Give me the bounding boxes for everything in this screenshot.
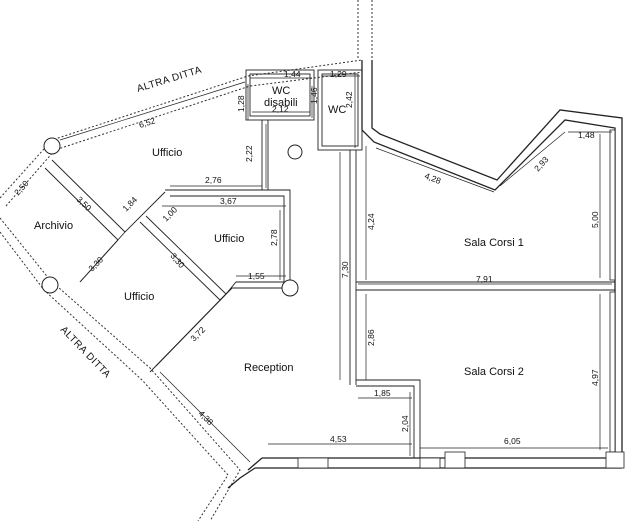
windows — [297, 129, 625, 469]
dim-1-00: 1,00 — [160, 204, 179, 223]
dim-2-42: 2,42 — [344, 91, 354, 108]
dim-1-46: 1,46 — [309, 87, 319, 104]
dim-1-44: 1,44 — [284, 69, 301, 79]
room-label-ufficio-mid: Ufficio — [214, 233, 244, 245]
room-label-archivio: Archivio — [34, 220, 73, 232]
dim-1-85: 1,85 — [374, 388, 391, 398]
column-4 — [281, 279, 299, 297]
dim-1-84: 1,84 — [120, 194, 139, 213]
dim-2-12: 2,12 — [272, 104, 289, 114]
dim-1-28: 1,28 — [236, 95, 246, 112]
dimension-labels: 6,52 1,28 1,44 1,29 1,46 2,12 2,42 2,22 … — [12, 69, 600, 446]
dim-3-50: 3,50 — [75, 194, 94, 213]
dim-2-78: 2,78 — [269, 229, 279, 246]
dim-3-67: 3,67 — [220, 196, 237, 206]
dimension-lines — [59, 74, 612, 463]
dim-4-53: 4,53 — [330, 434, 347, 444]
interior-walls — [44, 60, 623, 489]
room-label-wc-disabili-1: WC — [272, 85, 290, 97]
dim-1-55: 1,55 — [248, 271, 265, 281]
dim-2-04: 2,04 — [400, 415, 410, 432]
columns — [41, 137, 303, 297]
neighbor-label-top: ALTRA DITTA — [136, 65, 204, 95]
room-label-sala-corsi-2: Sala Corsi 2 — [464, 366, 524, 378]
dim-6-52: 6,52 — [138, 115, 157, 129]
column-1 — [43, 137, 61, 155]
dim-5-00: 5,00 — [590, 211, 600, 228]
dim-1-48: 1,48 — [578, 130, 595, 140]
dim-6-05: 6,05 — [504, 436, 521, 446]
room-label-wc-disabili-2: disabili — [264, 97, 298, 109]
dim-4-97: 4,97 — [590, 369, 600, 386]
dim-3-72: 3,72 — [188, 324, 207, 343]
neighbor-label-left: ALTRA DITTA — [58, 324, 113, 380]
room-label-wc: WC — [328, 104, 346, 116]
dim-1-29: 1,29 — [330, 69, 347, 79]
room-label-ufficio-top: Ufficio — [152, 147, 182, 159]
column-3 — [287, 144, 303, 160]
dim-2-22: 2,22 — [244, 145, 254, 162]
dim-2-76: 2,76 — [205, 175, 222, 185]
dim-2-86: 2,86 — [366, 329, 376, 346]
dim-4-24: 4,24 — [366, 213, 376, 230]
dim-7-91: 7,91 — [476, 274, 493, 284]
room-label-sala-corsi-1: Sala Corsi 1 — [464, 237, 524, 249]
dim-7-30: 7,30 — [340, 261, 350, 278]
room-label-reception: Reception — [244, 362, 294, 374]
column-2 — [41, 276, 59, 294]
dim-4-28: 4,28 — [423, 171, 442, 187]
room-label-ufficio-low: Ufficio — [124, 291, 154, 303]
